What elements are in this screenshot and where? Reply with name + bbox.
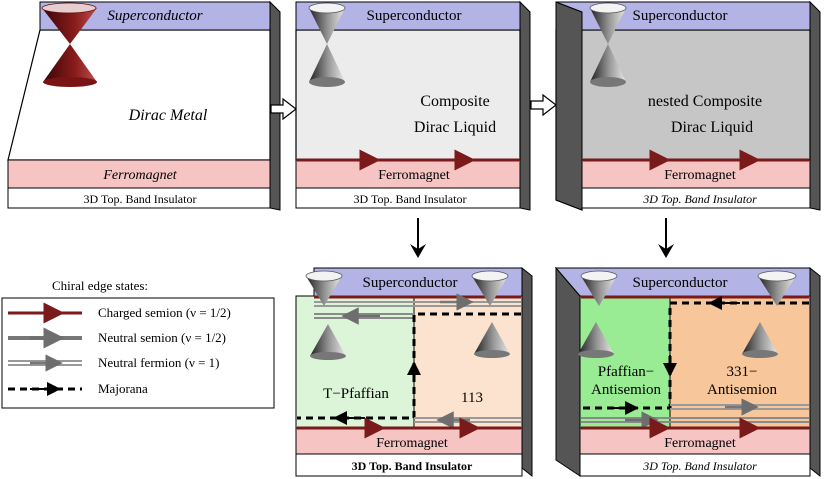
331-label-line2: Antisemion bbox=[707, 382, 777, 398]
panel-side bbox=[809, 0, 821, 211]
panel-nested-composite-dirac-liquid: Superconductor nested Composite Dirac Li… bbox=[555, 0, 821, 211]
ncdl-label-line2: Dirac Liquid bbox=[671, 119, 753, 136]
cone-icon bbox=[757, 270, 797, 306]
insulator-base bbox=[581, 187, 811, 209]
cone-icon bbox=[742, 322, 778, 358]
t-pfaffian-label: T−Pfaffian bbox=[323, 386, 389, 402]
ferromagnet-label: Ferromagnet bbox=[664, 436, 736, 451]
panel-front-side bbox=[555, 266, 581, 477]
panel-dirac-metal: Superconductor Dirac Metal Ferromagnet 3… bbox=[7, 0, 281, 211]
superconductor-label: Superconductor bbox=[363, 275, 458, 291]
superconductor-layer bbox=[554, 267, 811, 297]
arrow-down-1 bbox=[410, 218, 426, 258]
ferromagnet-label: Ferromagnet bbox=[376, 436, 448, 451]
legend-title: Chiral edge states: bbox=[52, 278, 148, 293]
legend-item-majorana: Majorana bbox=[8, 381, 148, 396]
panel-side bbox=[519, 0, 531, 211]
dirac-metal-label: Dirac Metal bbox=[128, 107, 208, 124]
insulator-label: 3D Top. Band Insulator bbox=[642, 192, 757, 206]
insulator-label: 3D Top. Band Insulator bbox=[352, 459, 473, 473]
legend-item-neutral-fermion: Neutral fermion (ν = 1) bbox=[8, 354, 220, 372]
legend-label: Neutral fermion (ν = 1) bbox=[98, 355, 220, 370]
panel-pfaffian-antisemion: Superconductor Pfaffian− Antisemion 331−… bbox=[554, 266, 821, 478]
cone-icon bbox=[305, 270, 343, 306]
113-label: 113 bbox=[461, 390, 483, 406]
cone-icon bbox=[578, 322, 614, 358]
insulator-label: 3D Top. Band Insulator bbox=[84, 192, 197, 206]
cdl-label-line2: Dirac Liquid bbox=[414, 119, 496, 136]
cone-icon bbox=[580, 270, 618, 306]
superconductor-label: Superconductor bbox=[633, 8, 728, 24]
dirac-cone-icon bbox=[308, 2, 346, 87]
arrow-down-2 bbox=[658, 218, 674, 258]
insulator-label: 3D Top. Band Insulator bbox=[642, 459, 757, 473]
legend-label: Neutral semion (ν = 1/2) bbox=[98, 330, 226, 345]
legend-label: Charged semion (ν = 1/2) bbox=[98, 305, 231, 320]
panel-front-side bbox=[555, 1, 583, 211]
arrow-right-1 bbox=[270, 97, 297, 121]
insulator-base bbox=[295, 187, 521, 209]
dirac-cone-icon bbox=[41, 2, 97, 87]
panel-side bbox=[809, 266, 821, 478]
ferromagnet-label: Ferromagnet bbox=[664, 168, 736, 183]
cone-icon bbox=[474, 322, 510, 358]
panel-composite-dirac-liquid: Superconductor Composite Dirac Liquid Fe… bbox=[295, 0, 531, 211]
arrow-right-2 bbox=[530, 93, 557, 117]
superconductor-label: Superconductor bbox=[367, 8, 462, 24]
pfaffian-label-line1: Pfaffian− bbox=[598, 364, 655, 380]
legend: Chiral edge states: Charged semion (ν = … bbox=[1, 278, 275, 409]
insulator-base bbox=[579, 453, 811, 477]
ncdl-label-line1: nested Composite bbox=[648, 93, 762, 110]
cdl-label-line1: Composite bbox=[420, 93, 489, 110]
dirac-cone-icon bbox=[589, 2, 627, 87]
cone-icon bbox=[471, 270, 509, 306]
insulator-base bbox=[295, 453, 523, 477]
331-label-line1: 331− bbox=[727, 364, 758, 380]
insulator-base bbox=[7, 187, 271, 209]
insulator-label: 3D Top. Band Insulator bbox=[354, 192, 467, 206]
superconductor-layer bbox=[39, 1, 271, 31]
superconductor-label: Superconductor bbox=[107, 8, 202, 24]
pfaffian-label-line2: Antisemion bbox=[591, 382, 661, 398]
panel-t-pfaffian: Superconductor T−Pfaffian 113 Ferromagne… bbox=[295, 266, 533, 478]
cone-icon bbox=[310, 324, 346, 360]
legend-label: Majorana bbox=[98, 381, 148, 396]
panel-side bbox=[521, 266, 533, 478]
superconductor-layer bbox=[295, 1, 521, 31]
superconductor-label: Superconductor bbox=[633, 275, 728, 291]
panel-face bbox=[7, 29, 271, 161]
ferromagnet-label: Ferromagnet bbox=[378, 168, 450, 183]
region-113 bbox=[413, 295, 523, 429]
legend-item-charged-semion: Charged semion (ν = 1/2) bbox=[8, 302, 231, 324]
legend-item-neutral-semion: Neutral semion (ν = 1/2) bbox=[8, 327, 226, 349]
ferromagnet-label: Ferromagnet bbox=[102, 168, 177, 183]
